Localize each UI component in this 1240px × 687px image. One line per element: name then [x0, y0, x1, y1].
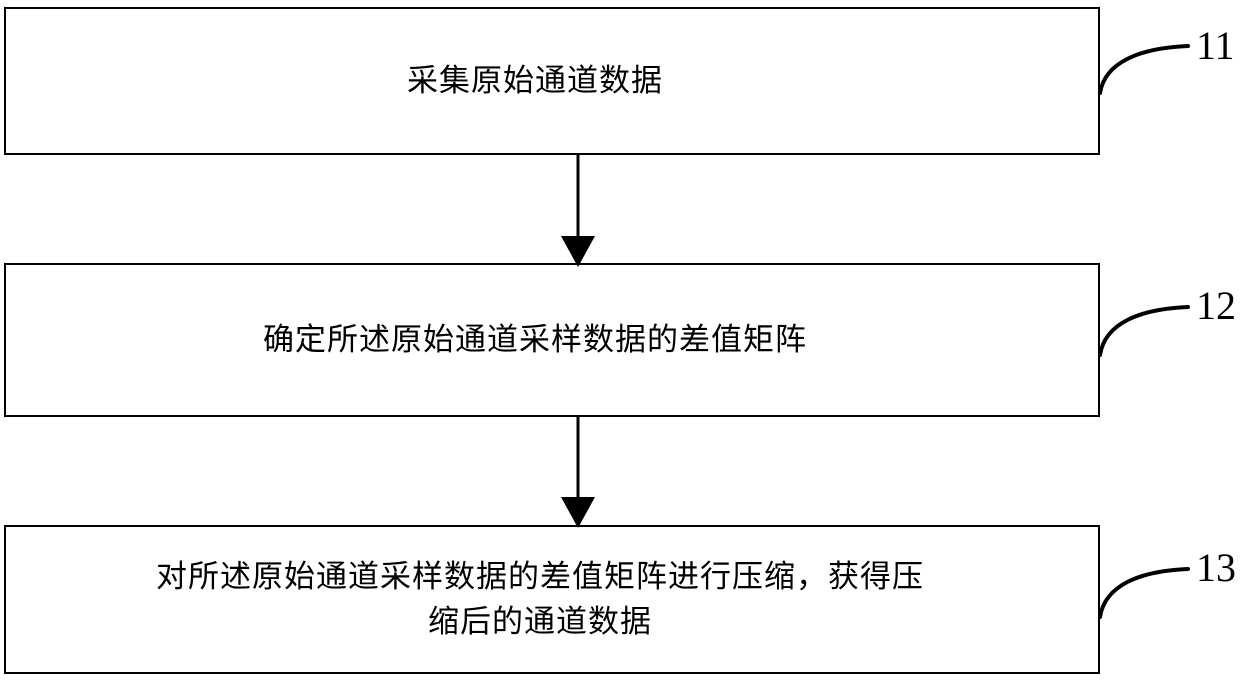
flowchart-step-box-13: 对所述原始通道采样数据的差值矩阵进行压缩，获得压 缩后的通道数据: [4, 525, 1100, 674]
leader-line-11: [1098, 44, 1190, 95]
arrow-12-to-13: [561, 417, 595, 528]
arrow-11-to-12: [561, 155, 595, 267]
leader-line-13: [1098, 567, 1190, 619]
reference-numeral-12: 12: [1196, 283, 1236, 328]
flowchart-step-label-12: 确定所述原始通道采样数据的差值矩阵: [263, 321, 807, 357]
flowchart-step-label-11: 采集原始通道数据: [407, 62, 663, 98]
reference-numeral-13: 13: [1196, 545, 1236, 590]
reference-numeral-11: 11: [1196, 23, 1235, 68]
leader-line-12: [1098, 305, 1190, 357]
flowchart-step-box-12: 确定所述原始通道采样数据的差值矩阵: [4, 263, 1100, 417]
flowchart-step-box-11: 采集原始通道数据: [4, 7, 1100, 155]
flowchart-step-label-13: 对所述原始通道采样数据的差值矩阵进行压缩，获得压 缩后的通道数据: [156, 558, 924, 639]
